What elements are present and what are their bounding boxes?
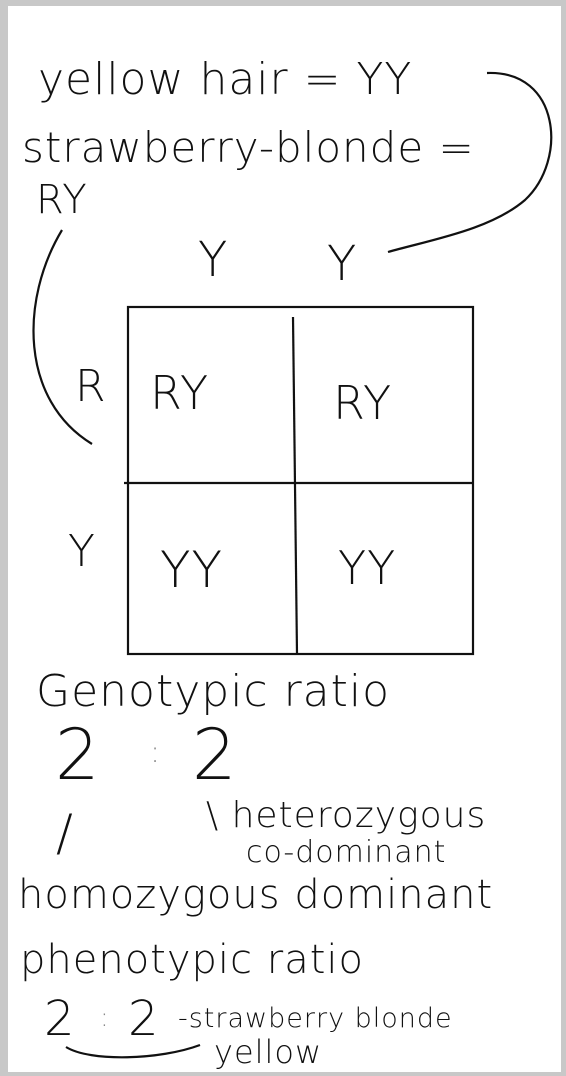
punnett-row-label-1: R — [75, 361, 107, 412]
yellow-phenotype-label: yellow — [214, 1033, 323, 1071]
strawberry-blonde-genotype: RY — [36, 177, 88, 223]
connector-curve-left — [32, 229, 93, 445]
note-page — [8, 6, 561, 1072]
co-dominant-label: co-dominant — [246, 835, 447, 870]
punnett-col-label-2: Y — [327, 236, 358, 292]
homozygous-pointer: / — [56, 804, 74, 862]
punnett-grid-vertical — [291, 316, 299, 655]
punnett-col-label-1: Y — [198, 232, 229, 288]
genotypic-ratio-left: 2 — [55, 714, 101, 796]
yellow-hair-definition: yellow hair = YY — [38, 54, 413, 105]
punnett-cell-r1c2: RY — [333, 376, 393, 430]
punnett-cell-r1c1: RY — [150, 366, 210, 420]
connector-curve-right — [387, 71, 553, 254]
genotypic-ratio-heading: Genotypic ratio — [36, 666, 391, 717]
strawberry-blonde-definition: strawberry-blonde = — [22, 123, 475, 172]
punnett-cell-r2c1: YY — [160, 541, 224, 599]
genotypic-ratio-right: 2 — [192, 714, 238, 796]
punnett-row-label-2: Y — [68, 526, 96, 577]
punnett-cell-r2c2: YY — [338, 541, 397, 595]
strawberry-blonde-phenotype-label: -strawberry blonde — [178, 1003, 453, 1034]
phenotypic-ratio-left: 2 — [44, 991, 76, 1047]
genotypic-ratio-separator: : — [150, 735, 162, 770]
punnett-grid-outline — [126, 305, 475, 656]
phenotypic-ratio-separator: : — [100, 1003, 110, 1033]
phenotypic-ratio-right: 2 — [128, 991, 160, 1047]
phenotypic-bracket — [65, 1043, 201, 1059]
heterozygous-label: \ heterozygous — [206, 795, 487, 836]
phenotypic-ratio-heading: phenotypic ratio — [20, 937, 364, 983]
homozygous-dominant-label: homozygous dominant — [18, 872, 494, 918]
